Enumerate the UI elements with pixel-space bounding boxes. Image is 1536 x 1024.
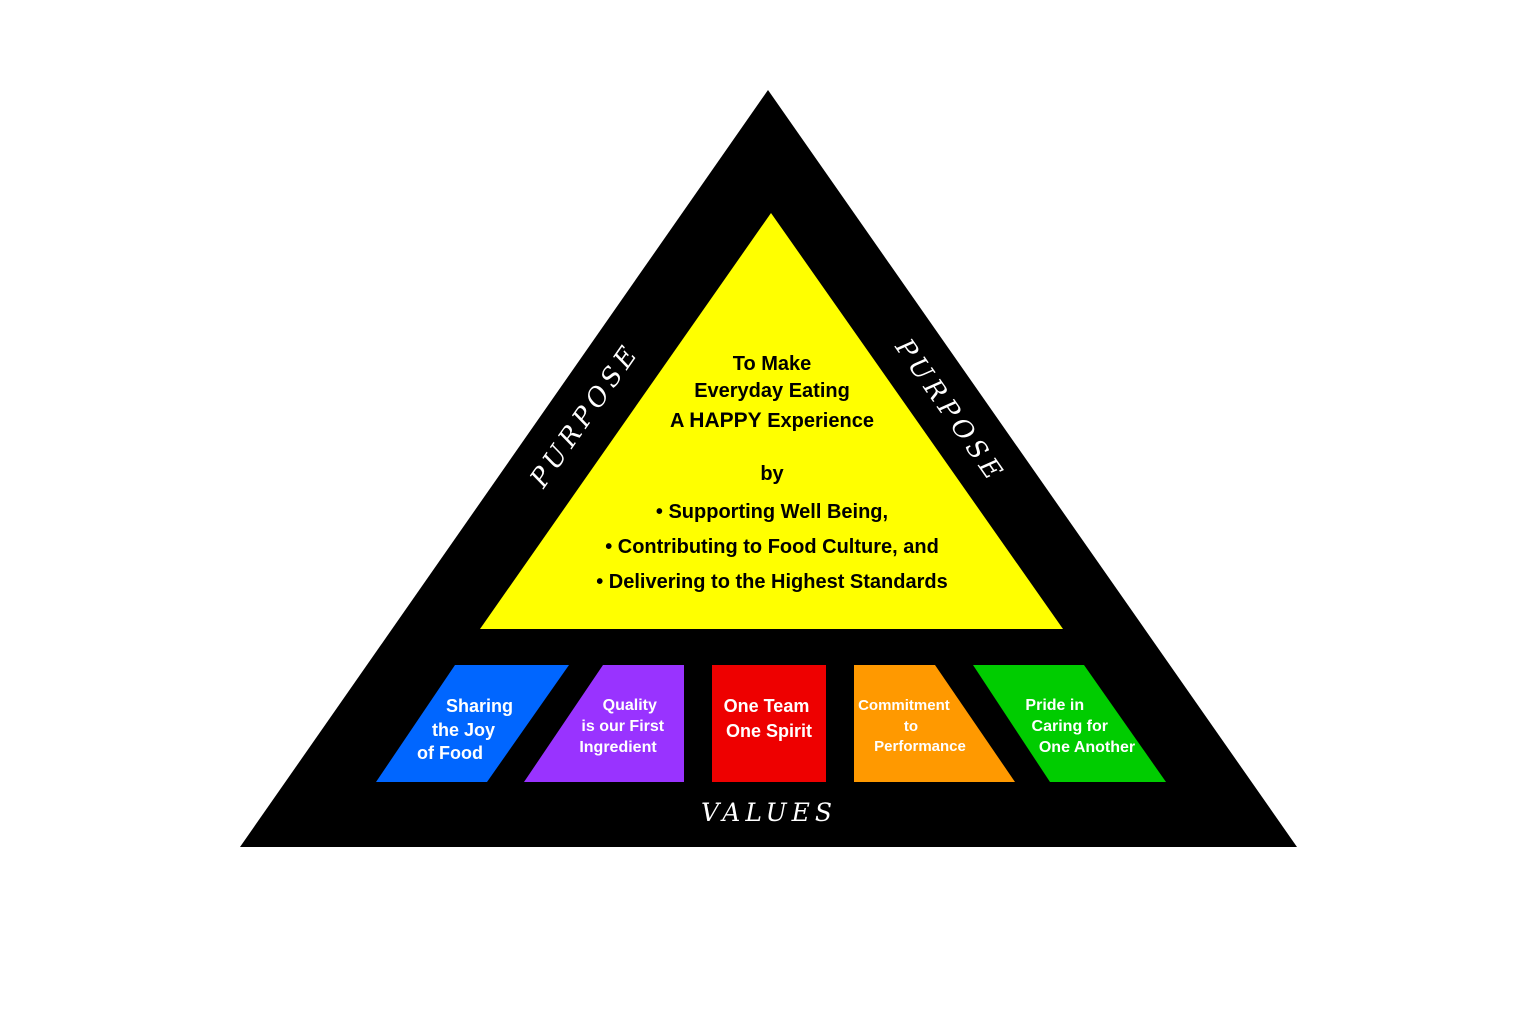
value-text-quality: Quality is our First Ingredient — [579, 697, 668, 756]
value-text-pride: Pride in Caring for One Another — [1025, 697, 1135, 756]
value-pride-line-2: Caring for — [1032, 718, 1108, 735]
values-label: VALUES — [701, 798, 837, 827]
value-box-pride — [973, 665, 1166, 782]
value-one-team-line-2: One Spirit — [726, 721, 812, 741]
value-pride-line-1: Pride in — [1025, 697, 1084, 714]
value-commitment-line-2: to — [904, 718, 918, 735]
purpose-bullet-3: • Delivering to the Highest Standards — [596, 571, 948, 593]
value-quality-line-3: Ingredient — [579, 739, 657, 756]
purpose-line-1: To Make — [733, 353, 812, 375]
value-box-quality — [524, 665, 684, 782]
purpose-by: by — [760, 463, 784, 485]
purpose-happy-emphasis: HAPPY — [689, 409, 761, 432]
value-box-commitment — [854, 665, 1015, 782]
value-text-one-team: One Team One Spirit — [724, 696, 815, 741]
value-sharing-line-1: Sharing — [446, 696, 513, 716]
value-commitment-line-3: Performance — [874, 738, 966, 755]
value-box-one-team — [712, 665, 826, 782]
purpose-bullet-1: • Supporting Well Being, — [656, 501, 888, 523]
purpose-statement: To Make Everyday Eating A HAPPY Experien… — [596, 353, 948, 593]
value-quality-line-1: Quality — [603, 697, 657, 714]
purpose-line-3-suffix: Experience — [762, 410, 874, 432]
value-quality-line-2: is our First — [581, 718, 664, 735]
purpose-triangle — [480, 213, 1063, 629]
purpose-bullet-2: • Contributing to Food Culture, and — [605, 536, 939, 558]
value-sharing-line-2: the Joy — [432, 720, 495, 740]
value-sharing-line-3: of Food — [417, 743, 483, 763]
value-commitment-line-1: Commitment — [858, 697, 950, 714]
value-box-sharing — [376, 665, 569, 782]
value-pride-line-3: One Another — [1039, 739, 1135, 756]
value-one-team-line-1: One Team — [724, 696, 810, 716]
purpose-line-2: Everyday Eating — [694, 380, 850, 402]
value-text-commitment: Commitment to Performance — [858, 697, 966, 755]
purpose-line-3-prefix: A — [670, 410, 689, 432]
value-text-sharing: Sharing the Joy of Food — [417, 696, 518, 763]
purpose-line-3: A HAPPY Experience — [670, 409, 874, 432]
